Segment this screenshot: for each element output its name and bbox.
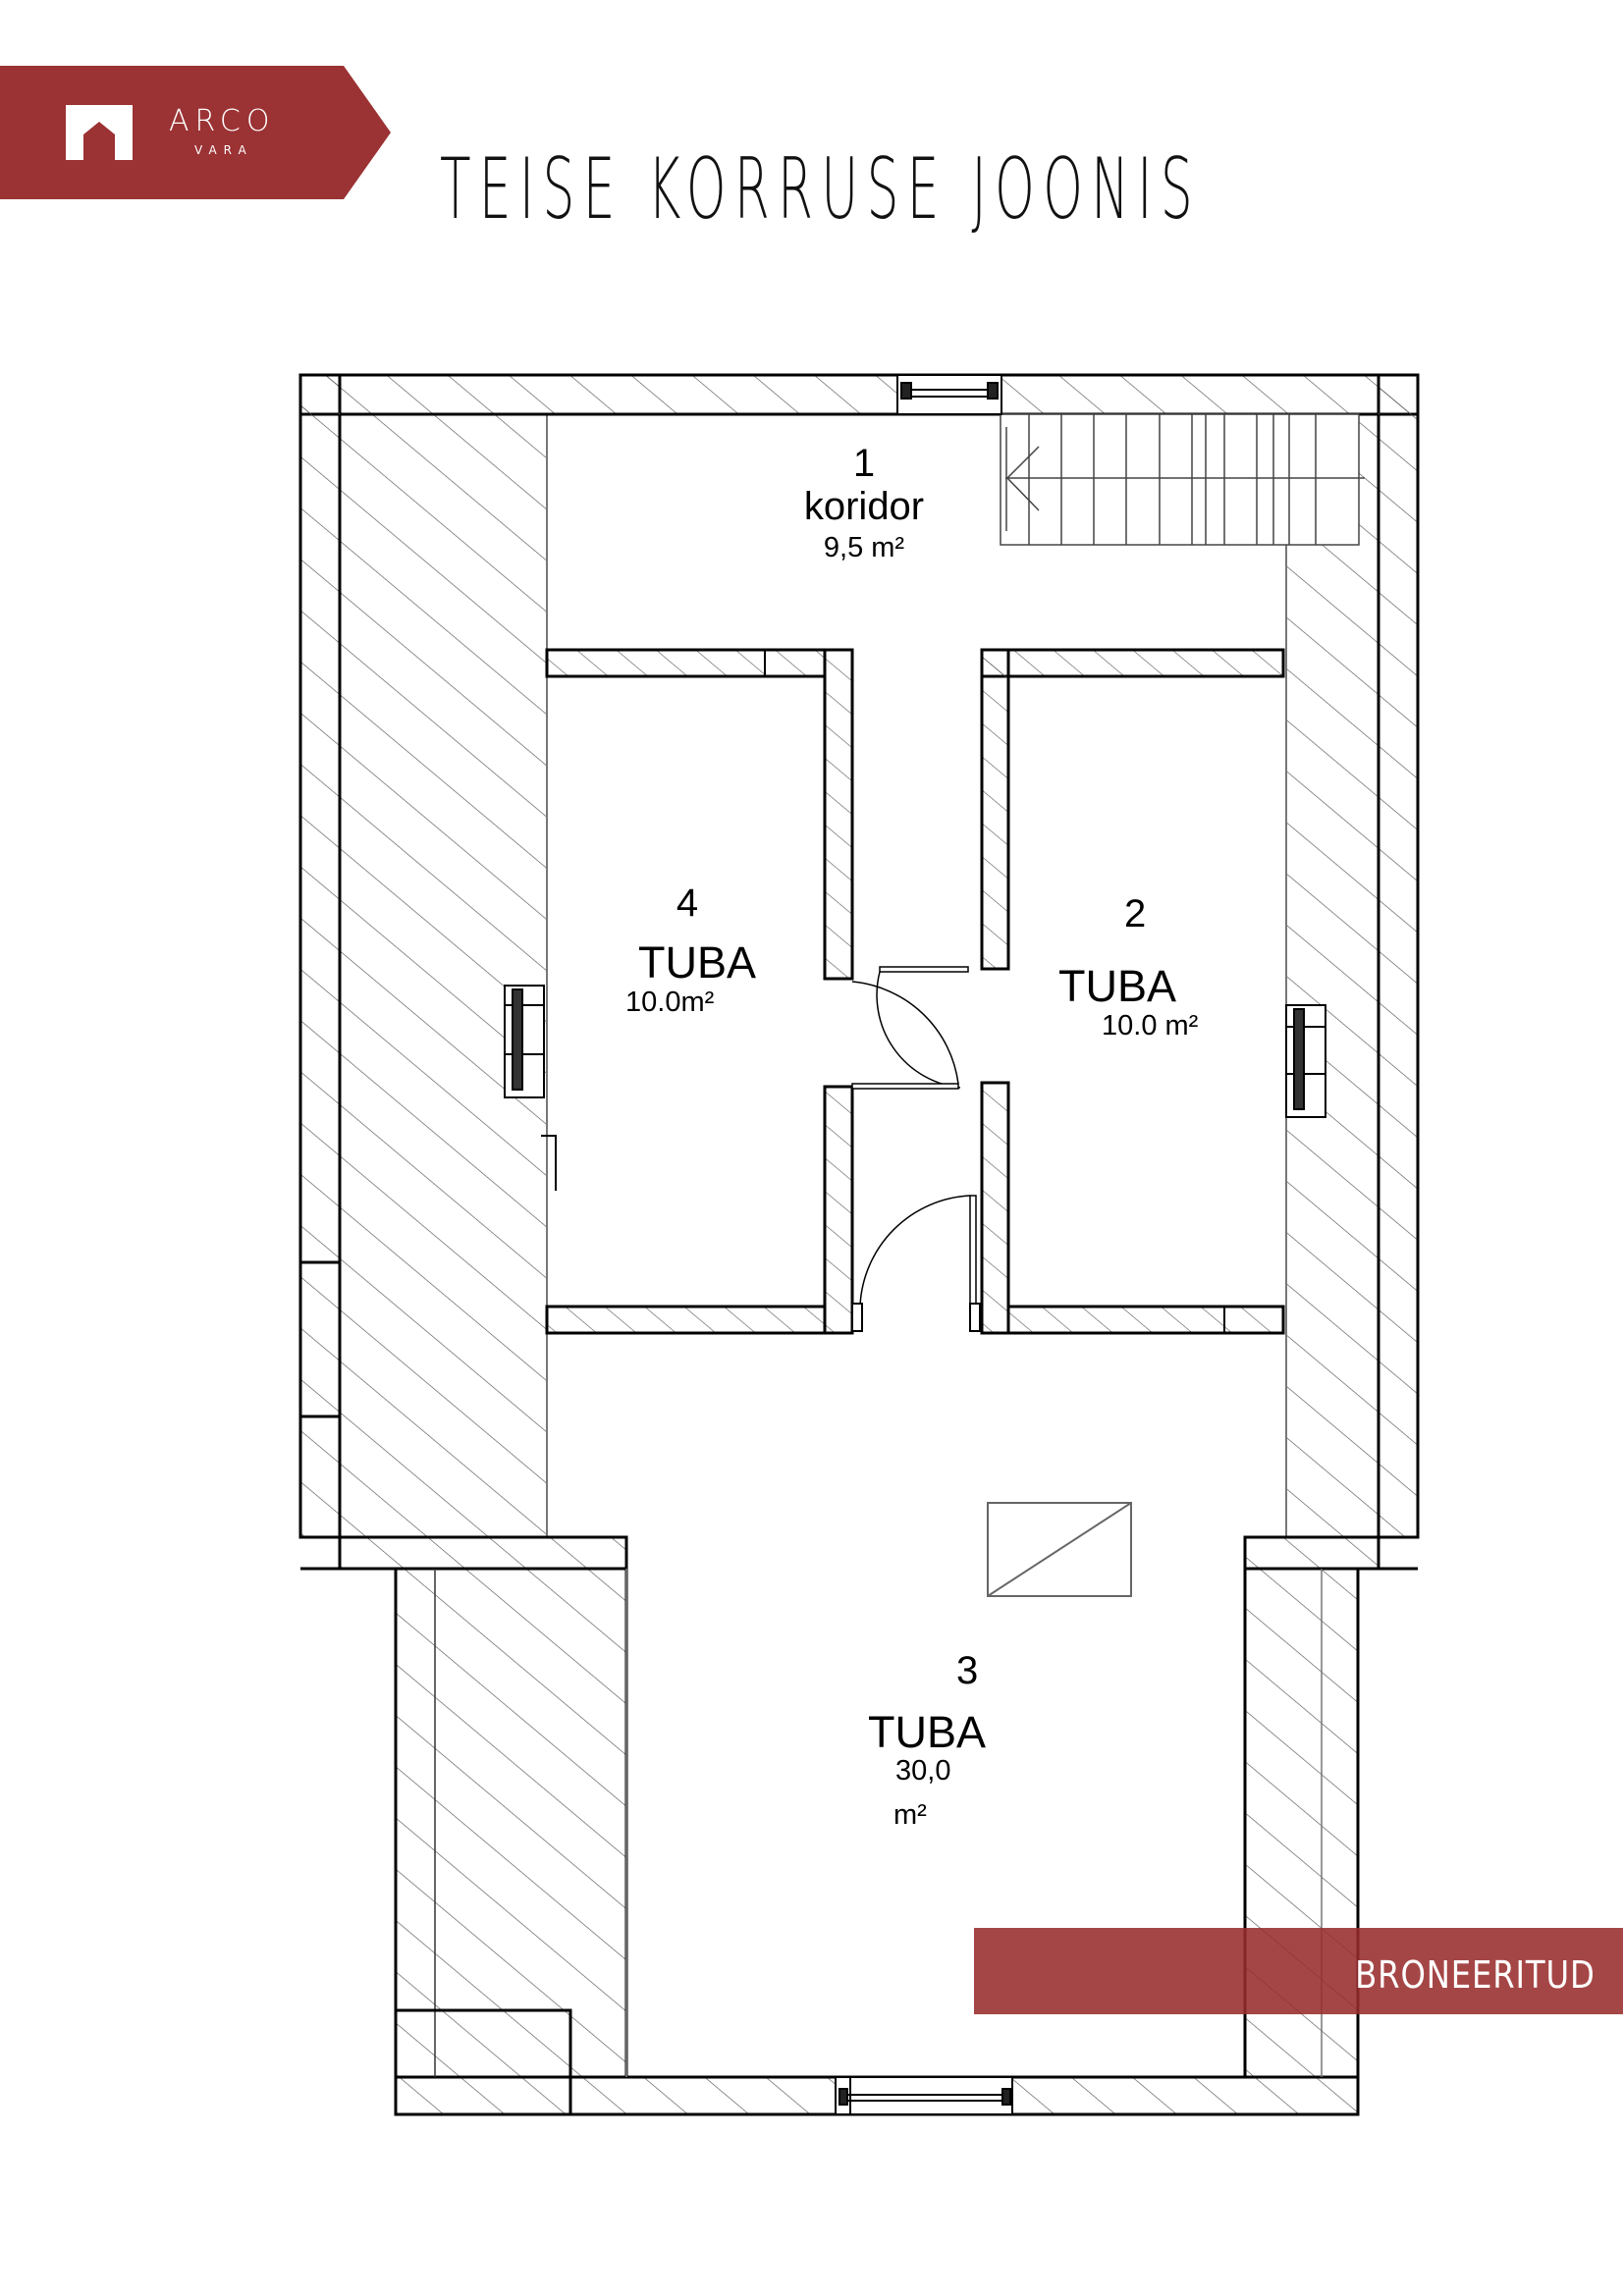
room-1-area: 9,5 m² xyxy=(823,532,905,563)
window-top xyxy=(896,374,1002,415)
room-2-number: 2 xyxy=(1124,892,1147,935)
room-4-label: 4 TUBA xyxy=(628,883,766,985)
room-1-name: koridor xyxy=(803,485,925,528)
room-3-number: 3 xyxy=(956,1649,979,1692)
right-low-ceiling-zone xyxy=(1285,413,1380,1538)
room-2-area: 10.0 m² xyxy=(1102,1010,1199,1041)
staircase xyxy=(1000,413,1365,546)
window-left xyxy=(504,985,545,1098)
lower-wing-walls xyxy=(394,1567,1360,2116)
room-3-area-value: 30,0 xyxy=(895,1755,951,1787)
interior-partitions xyxy=(545,648,1285,1335)
left-low-ceiling-zone xyxy=(339,413,548,1538)
exterior-walls xyxy=(298,373,1420,1539)
window-bottom xyxy=(835,2076,1013,2115)
brand-sub: VARA xyxy=(194,143,253,157)
transverse-wall-left xyxy=(338,1535,628,1571)
page-title: TEISE KORRUSE JOONIS xyxy=(440,140,1201,239)
room-2-name: TUBA xyxy=(1058,961,1177,1011)
skylight xyxy=(987,1502,1132,1597)
room-3-name: TUBA xyxy=(868,1707,987,1757)
room-4-area: 10.0m² xyxy=(625,987,715,1018)
logo-banner-shape xyxy=(0,66,391,199)
room-1-label: 1 koridor 9,5 m² xyxy=(785,444,943,562)
window-right xyxy=(1285,1004,1326,1118)
left-bracket xyxy=(541,1135,557,1191)
brand-name: ARCO xyxy=(169,104,276,138)
status-banner-label: BRONEERITUD xyxy=(1355,1953,1596,1997)
transverse-wall-right xyxy=(1243,1535,1380,1571)
room-4-name: TUBA xyxy=(637,937,756,988)
room-3-area-unit: m² xyxy=(893,1799,927,1831)
status-banner: BRONEERITUD xyxy=(974,1928,1623,2014)
room-1-number: 1 xyxy=(852,442,876,485)
doors xyxy=(851,966,981,1332)
room-4-number: 4 xyxy=(676,881,699,925)
room-2-label: 2 xyxy=(1124,894,1146,934)
house-arch-icon xyxy=(66,105,133,160)
